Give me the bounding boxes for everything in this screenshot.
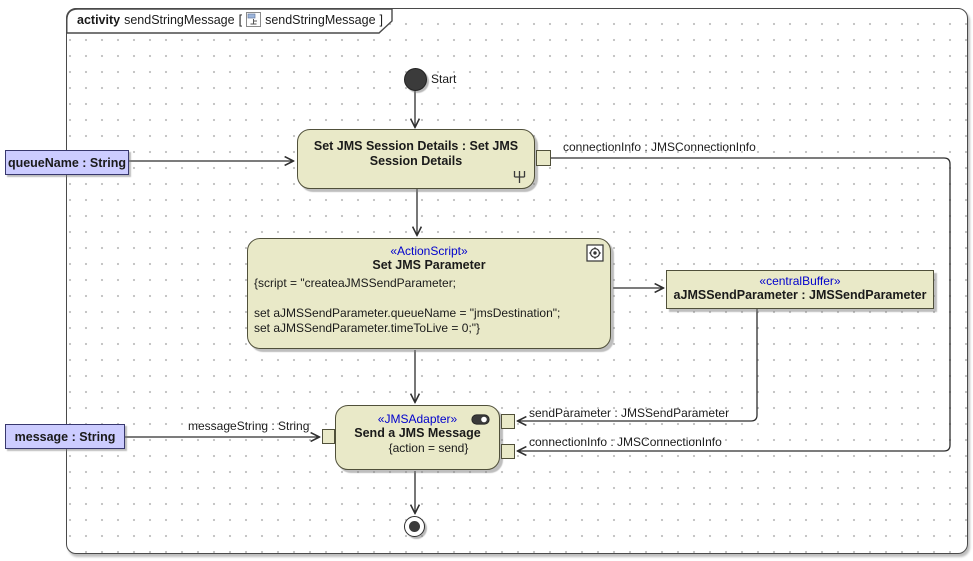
action-set-jms-session-details[interactable]: Set JMS Session Details : Set JMS Sessio… (297, 129, 535, 189)
script-line: set aJMSSendParameter.timeToLive = 0;"} (254, 320, 481, 335)
activity-diagram-icon (246, 12, 262, 27)
stereotype-label: «centralBuffer» (759, 274, 841, 288)
call-behavior-rake-icon (513, 171, 526, 183)
frame-activity-name: sendStringMessage (124, 12, 235, 27)
parameter-label: message : String (14, 429, 116, 444)
frame-header-text: activity sendStringMessage [ sendStringM… (77, 12, 383, 27)
script-line: set aJMSSendParameter.queueName = "jmsDe… (254, 305, 561, 320)
stereotype-label: «JMSAdapter» (377, 412, 458, 426)
activity-final-node[interactable] (404, 516, 425, 537)
frame-header-tab[interactable] (66, 8, 398, 34)
script-line (248, 291, 610, 306)
edge-label-connectioninfo-top[interactable]: connectionInfo : JMSConnectionInfo (563, 140, 756, 154)
pin-connectioninfo-in[interactable] (501, 444, 515, 459)
action-name: Set JMS Session Details : Set JMS Sessio… (313, 139, 519, 168)
frame-open-bracket: [ (238, 12, 243, 27)
pin-connectioninfo-out[interactable] (536, 150, 551, 166)
action-name: Set JMS Parameter (372, 258, 486, 272)
parameter-queuename[interactable]: queueName : String (5, 150, 129, 175)
activity-final-dot (409, 521, 420, 532)
buffer-name: aJMSSendParameter : JMSSendParameter (673, 288, 927, 302)
action-name: Send a JMS Message (354, 426, 481, 440)
pin-messagestring-in[interactable] (322, 429, 335, 444)
stereotype-label: «ActionScript» (390, 244, 468, 258)
initial-node-label: Start (431, 72, 457, 86)
frame-diagram-name: sendStringMessage (265, 12, 376, 27)
edge-label-sendparameter[interactable]: sendParameter : JMSSendParameter (529, 406, 730, 420)
action-constraint: {action = send} (388, 440, 469, 455)
adapter-icon (471, 414, 490, 425)
edge-label-connectioninfo-bottom[interactable]: connectionInfo : JMSConnectionInfo (529, 435, 722, 449)
parameter-message[interactable]: message : String (5, 424, 125, 449)
frame-close-bracket: ] (379, 12, 384, 27)
parameter-label: queueName : String (7, 155, 127, 170)
action-send-jms-message[interactable]: «JMSAdapter» Send a JMS Message {action … (335, 405, 500, 470)
initial-node[interactable] (404, 68, 427, 91)
pin-sendparameter-in[interactable] (501, 414, 515, 429)
frame-keyword: activity (77, 12, 121, 27)
script-line: {script = "createaJMSSendParameter; (254, 275, 457, 290)
action-set-jms-parameter[interactable]: «ActionScript» Set JMS Parameter {script… (247, 238, 611, 349)
script-gear-icon (586, 244, 604, 262)
edge-label-messagestring[interactable]: messageString : String (188, 419, 310, 433)
central-buffer-node[interactable]: «centralBuffer» aJMSSendParameter : JMSS… (666, 270, 934, 309)
